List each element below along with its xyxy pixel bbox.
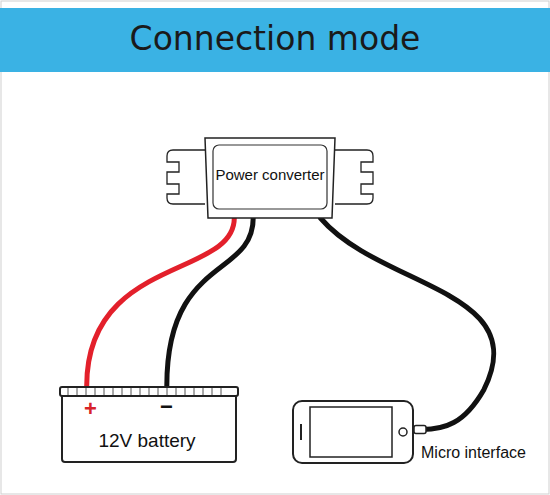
lid-ridge [221, 388, 222, 395]
positive-terminal-mark: + [84, 398, 97, 420]
title-text: Connection mode [0, 14, 550, 64]
phone-body: Micro interface [292, 400, 414, 464]
negative-terminal-mark: − [160, 396, 173, 418]
mounting-tab [167, 150, 205, 204]
converter-housing [205, 138, 335, 218]
node-text: 12V battery [98, 430, 195, 452]
lid-ridge [122, 388, 123, 395]
power-converter-box: Power converter [165, 138, 375, 218]
node-text: Power converter [215, 166, 324, 183]
lid-ridge [194, 388, 195, 395]
lid-ridge [203, 388, 204, 395]
lid-ridge [86, 388, 87, 395]
micro-plug [414, 425, 426, 433]
lid-ridge [158, 388, 159, 395]
converter-lid [213, 145, 327, 209]
lid-ridge [113, 388, 114, 395]
phone-screen [310, 407, 392, 457]
lid-ridge [131, 388, 132, 395]
lid-ridge [167, 388, 168, 395]
lid-ridge [95, 388, 96, 395]
lid-ridge [212, 388, 213, 395]
lid-ridge [77, 388, 78, 395]
black-wire [167, 218, 253, 386]
battery-case [62, 394, 236, 462]
lid-ridge [149, 388, 150, 395]
phone-button [399, 428, 407, 436]
usb-cable [320, 218, 493, 429]
lid-ridge [68, 388, 69, 395]
lid-ridge [104, 388, 105, 395]
lid-ridge [176, 388, 177, 395]
mounting-tab [335, 150, 373, 204]
phone-speaker [300, 424, 302, 440]
battery-lid [60, 387, 238, 396]
lid-ridge [185, 388, 186, 395]
phone-body-outline [292, 400, 414, 464]
node-text: Micro interface [420, 444, 527, 462]
phone-case [293, 401, 413, 463]
red-wire [87, 218, 235, 386]
lid-ridge [140, 388, 141, 395]
